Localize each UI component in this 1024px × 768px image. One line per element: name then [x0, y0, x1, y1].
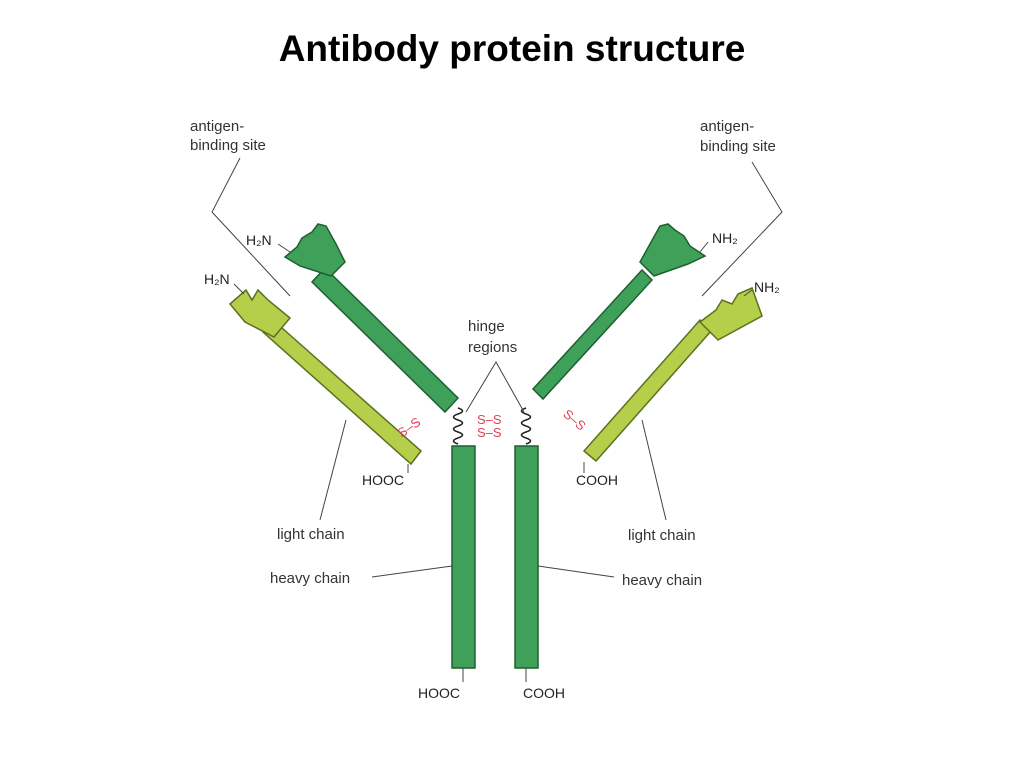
label-antigen-right-line1: antigen- [700, 118, 754, 135]
hinge-coil-right [520, 407, 532, 445]
page-title: Antibody protein structure [278, 28, 746, 69]
leader-antigen-right [701, 161, 783, 297]
terminus-heavy-left-c: HOOC [418, 685, 460, 701]
light-chain-right [582, 286, 763, 463]
hinge-coil-left [452, 407, 464, 445]
terminus-heavy-right-c: COOH [523, 685, 565, 701]
leader-h2n-heavy [277, 243, 291, 253]
heavy-chain-right-stem [514, 445, 539, 669]
terminus-light-left-c: HOOC [362, 472, 404, 488]
label-hinge-line1: hinge [468, 318, 505, 335]
leader-light-left [319, 419, 347, 521]
terminus-light-right-c: COOH [576, 472, 618, 488]
leader-antigen-left [211, 157, 291, 297]
disulfide-bond-hinge-1: S–S [477, 412, 502, 427]
label-heavy-chain-right: heavy chain [622, 572, 702, 589]
label-antigen-left-line1: antigen- [190, 118, 244, 135]
terminus-heavy-right-n: NH₂ [712, 230, 738, 246]
leader-hinge [465, 361, 525, 413]
heavy-chain-right-arm [531, 223, 707, 401]
terminus-heavy-left-n: H₂N [246, 232, 272, 248]
terminus-light-left-n: H₂N [204, 271, 230, 287]
label-antigen-right-line2: binding site [700, 138, 776, 155]
label-light-chain-left: light chain [277, 526, 345, 543]
light-chain-left [228, 288, 423, 466]
label-hinge-line2: regions [468, 339, 517, 356]
heavy-chain-left-stem [451, 445, 476, 669]
leader-heavy-right [537, 565, 615, 578]
terminus-light-right-n: NH₂ [754, 279, 780, 295]
label-antigen-left-line2: binding site [190, 137, 266, 154]
leader-nh2-light [743, 289, 753, 297]
leader-heavy-left [371, 565, 453, 578]
disulfide-bond-hinge-2: S–S [477, 425, 502, 440]
leader-nh2-heavy [699, 241, 709, 253]
leader-h2n-light [233, 283, 245, 295]
heavy-chain-left-arm [283, 223, 460, 414]
disulfide-bond-right: S–S [560, 406, 589, 433]
label-heavy-chain-left: heavy chain [270, 570, 350, 587]
leader-light-right [641, 419, 667, 521]
label-light-chain-right: light chain [628, 527, 696, 544]
